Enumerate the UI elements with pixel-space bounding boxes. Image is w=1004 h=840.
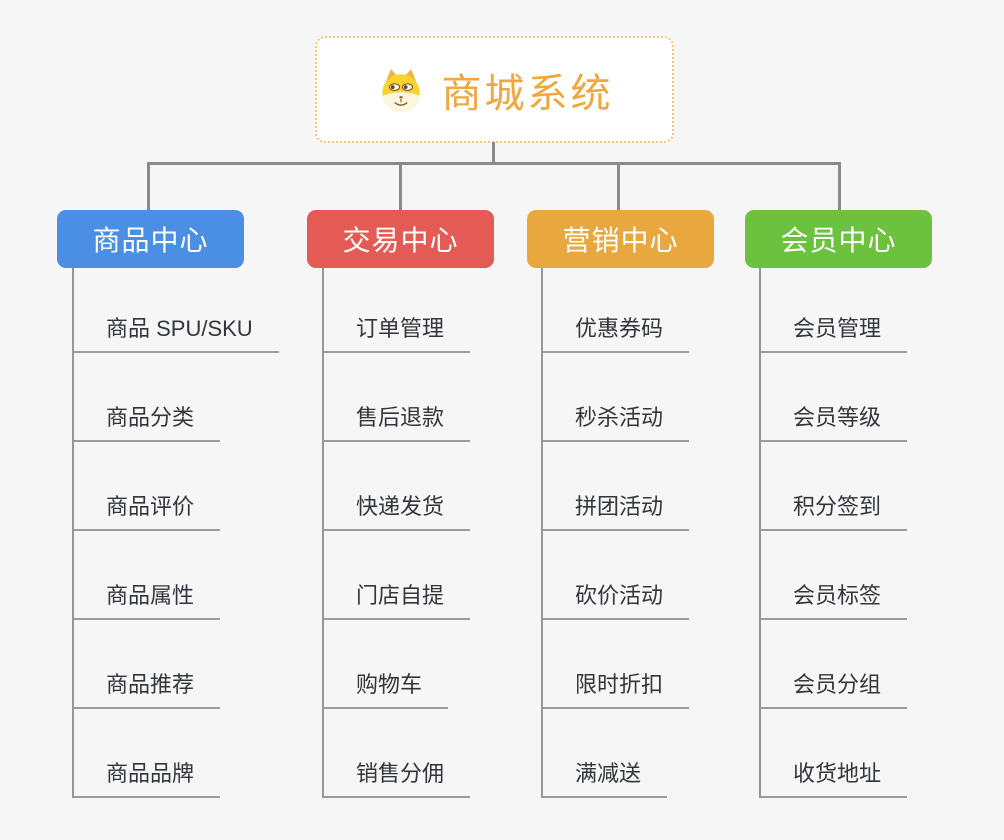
root-node[interactable]: 商城系统 — [315, 36, 674, 143]
leaf-node[interactable]: 会员分组 — [761, 620, 908, 709]
leaf-node[interactable]: 商品 SPU/SKU — [74, 268, 279, 353]
leaf-label: 拼团活动 — [575, 494, 664, 519]
branch-items-marketing-center: 优惠券码 秒杀活动 拼团活动 砍价活动 限时折扣 满减送 — [541, 268, 690, 798]
leaf-node[interactable]: 商品推荐 — [74, 620, 221, 709]
branch-node-member-center[interactable]: 会员中心 — [745, 210, 932, 268]
leaf-label: 商品分类 — [106, 405, 195, 430]
leaf-node[interactable]: 购物车 — [324, 620, 449, 709]
connector-root-stem — [492, 142, 495, 163]
leaf-node[interactable]: 积分签到 — [761, 442, 908, 531]
leaf-label: 会员分组 — [793, 672, 882, 697]
leaf-node[interactable]: 销售分佣 — [324, 709, 471, 798]
root-title: 商城系统 — [441, 71, 614, 116]
leaf-node[interactable]: 商品品牌 — [74, 709, 221, 798]
leaf-label: 商品推荐 — [106, 672, 195, 697]
leaf-label: 收货地址 — [793, 761, 882, 786]
connector-stub-trade — [399, 162, 402, 211]
branch-items-member-center: 会员管理 会员等级 积分签到 会员标签 会员分组 收货地址 — [759, 268, 908, 798]
branch-node-product-center[interactable]: 商品中心 — [57, 210, 244, 268]
connector-stub-members — [838, 162, 841, 211]
leaf-label: 会员等级 — [793, 405, 882, 430]
leaf-label: 商品 SPU/SKU — [106, 316, 253, 341]
leaf-node[interactable]: 售后退款 — [324, 353, 471, 442]
branch-label: 商品中心 — [92, 225, 209, 256]
leaf-node[interactable]: 商品评价 — [74, 442, 221, 531]
branch-items-product-center: 商品 SPU/SKU 商品分类 商品评价 商品属性 商品推荐 商品品牌 — [72, 268, 279, 798]
leaf-label: 积分签到 — [793, 494, 882, 519]
leaf-node[interactable]: 优惠券码 — [543, 268, 690, 353]
leaf-node[interactable]: 会员等级 — [761, 353, 908, 442]
branch-label: 会员中心 — [780, 225, 897, 256]
leaf-node[interactable]: 拼团活动 — [543, 442, 690, 531]
leaf-node[interactable]: 商品属性 — [74, 531, 221, 620]
branch-label: 交易中心 — [342, 225, 459, 256]
leaf-node[interactable]: 商品分类 — [74, 353, 221, 442]
leaf-node[interactable]: 砍价活动 — [543, 531, 690, 620]
leaf-label: 满减送 — [575, 761, 642, 786]
leaf-label: 商品品牌 — [106, 761, 195, 786]
leaf-label: 快递发货 — [356, 494, 445, 519]
leaf-node[interactable]: 限时折扣 — [543, 620, 690, 709]
branch-node-trade-center[interactable]: 交易中心 — [307, 210, 494, 268]
leaf-label: 优惠券码 — [575, 316, 664, 341]
leaf-node[interactable]: 门店自提 — [324, 531, 471, 620]
leaf-node[interactable]: 会员标签 — [761, 531, 908, 620]
branch-node-marketing-center[interactable]: 营销中心 — [527, 210, 714, 268]
leaf-label: 订单管理 — [356, 316, 445, 341]
leaf-node[interactable]: 收货地址 — [761, 709, 908, 798]
connector-stub-marketing — [617, 162, 620, 211]
leaf-label: 门店自提 — [356, 583, 445, 608]
connector-horizontal-bar — [147, 162, 841, 165]
leaf-label: 会员管理 — [793, 316, 882, 341]
leaf-label: 限时折扣 — [575, 672, 664, 697]
leaf-node[interactable]: 秒杀活动 — [543, 353, 690, 442]
leaf-label: 销售分佣 — [356, 761, 445, 786]
leaf-node[interactable]: 会员管理 — [761, 268, 908, 353]
leaf-label: 购物车 — [356, 672, 423, 697]
leaf-node[interactable]: 订单管理 — [324, 268, 471, 353]
dog-face-icon — [376, 67, 426, 113]
leaf-node[interactable]: 快递发货 — [324, 442, 471, 531]
branch-items-trade-center: 订单管理 售后退款 快递发货 门店自提 购物车 销售分佣 — [322, 268, 471, 798]
leaf-label: 商品属性 — [106, 583, 195, 608]
branch-label: 营销中心 — [562, 225, 679, 256]
leaf-node[interactable]: 满减送 — [543, 709, 668, 798]
connector-stub-products — [147, 162, 150, 211]
leaf-label: 砍价活动 — [575, 583, 664, 608]
leaf-label: 会员标签 — [793, 583, 882, 608]
leaf-label: 售后退款 — [356, 405, 445, 430]
leaf-label: 秒杀活动 — [575, 405, 664, 430]
leaf-label: 商品评价 — [106, 494, 195, 519]
